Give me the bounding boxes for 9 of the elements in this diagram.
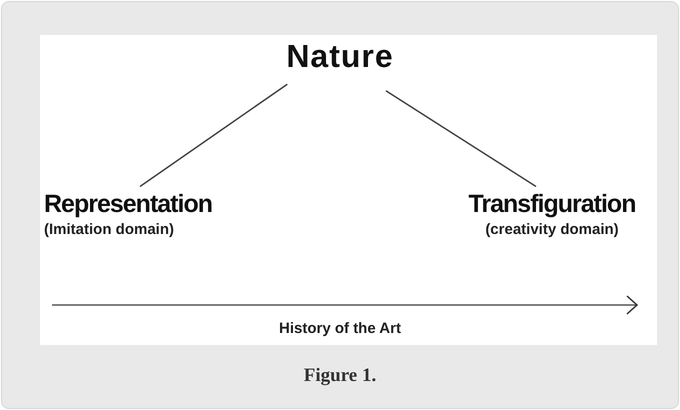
connector-line	[140, 84, 288, 188]
connector-line	[386, 90, 536, 188]
node-subtitle: (Imitation domain)	[44, 221, 175, 238]
axis-label: History of the Art	[278, 320, 402, 337]
node-title: Representation	[44, 190, 213, 219]
node-subtitle: (creativity domain)	[484, 221, 620, 238]
node-title: Nature	[286, 38, 394, 74]
node-title: Transfiguration	[468, 190, 636, 219]
figure-caption: Figure 1.	[302, 365, 378, 387]
